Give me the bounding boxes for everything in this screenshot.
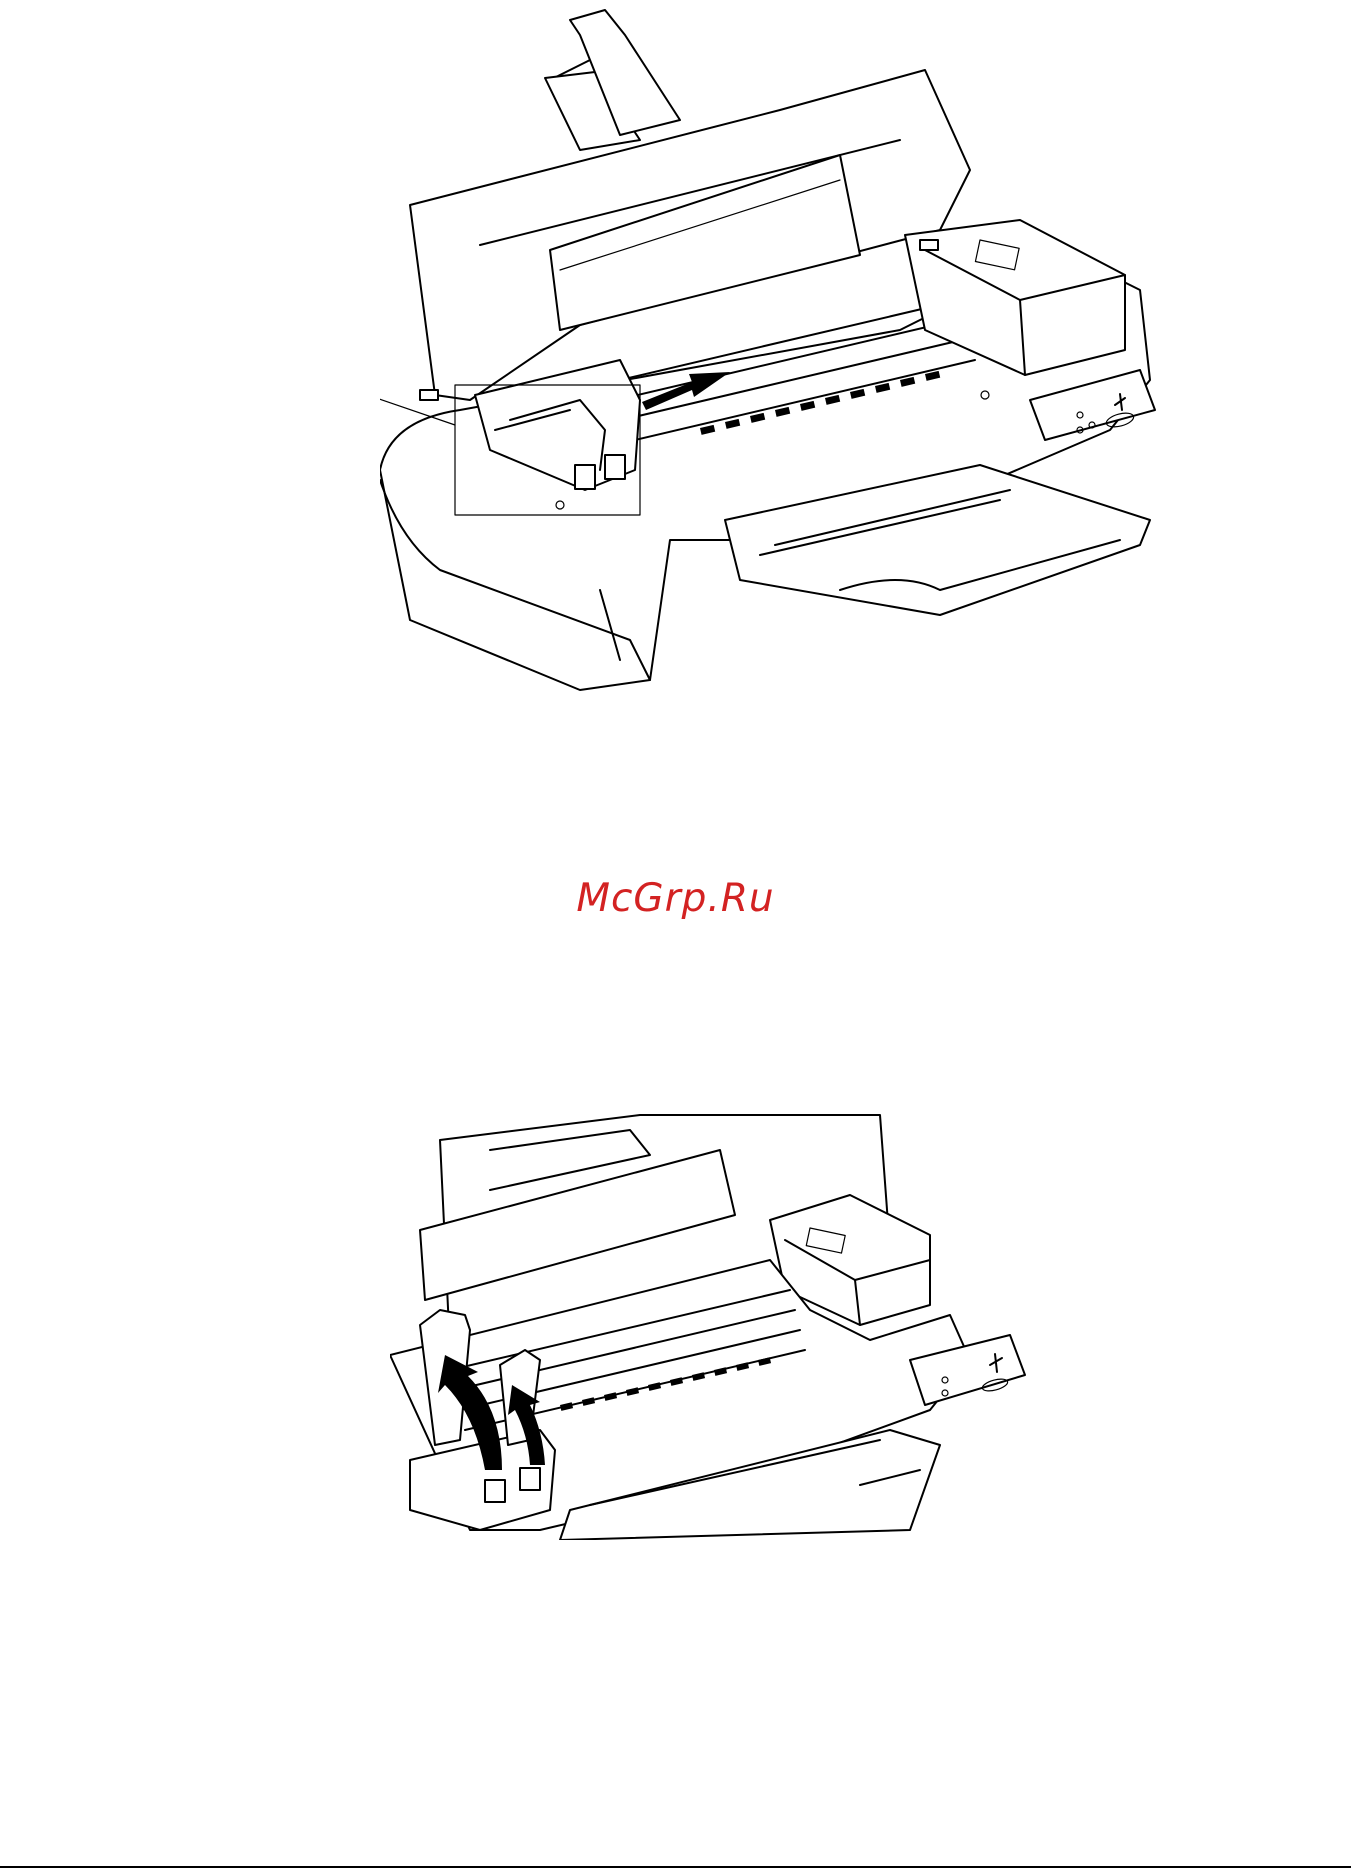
printer-illustration-bottom xyxy=(390,1110,1080,1540)
printer-line-drawing xyxy=(380,0,1160,700)
footer-rule xyxy=(0,1866,1351,1868)
watermark-text: McGrp.Ru xyxy=(0,876,1351,921)
printer-illustration-top xyxy=(380,0,1160,700)
printer-closeup-line-drawing xyxy=(390,1110,1080,1540)
